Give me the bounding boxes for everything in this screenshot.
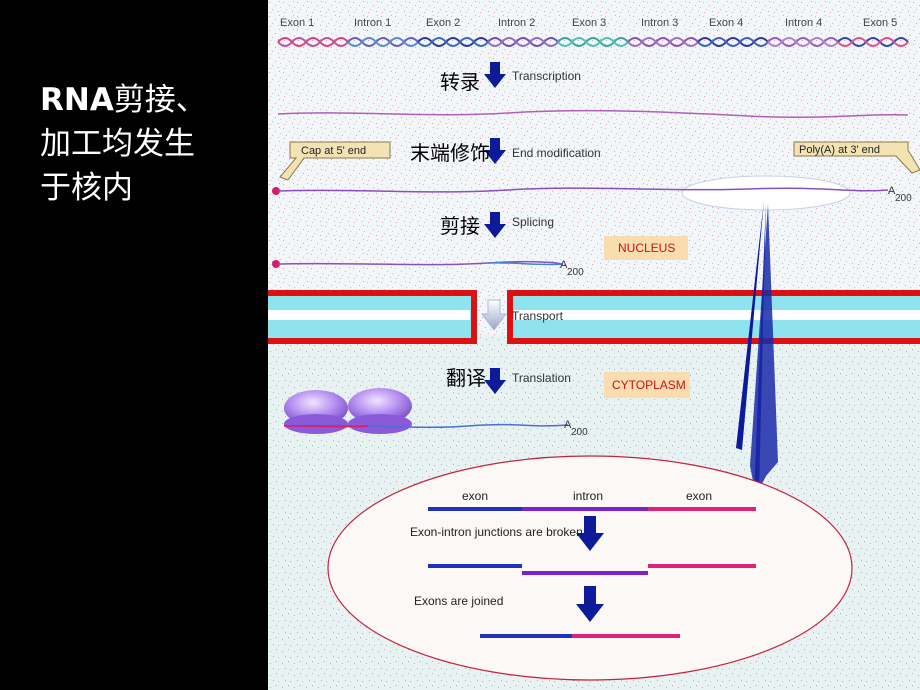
gene-label-exon2: Exon 2 xyxy=(426,17,460,29)
step-label-splicing-zh: 剪接 xyxy=(440,215,480,238)
zoom-source-ellipse xyxy=(681,175,851,211)
cytoplasm-label: CYTOPLASM xyxy=(612,378,686,392)
step-label-transcription-zh: 转录 xyxy=(440,71,480,94)
polya-tail-3-base: A xyxy=(564,419,572,431)
inset-joined-label: Exons are joined xyxy=(414,594,503,608)
left-title-panel: RNA剪接、 加工均发生 于核内 xyxy=(0,0,268,690)
step-label-translation-en: Translation xyxy=(512,371,571,385)
gene-label-exon1: Exon 1 xyxy=(280,17,314,29)
capped-mrna-strand xyxy=(277,187,889,193)
spliced-cap-icon xyxy=(272,260,280,268)
inset-intron-label: intron xyxy=(573,489,603,503)
inset-intron-bar xyxy=(522,507,648,511)
polya-tail-2-sub: 200 xyxy=(567,267,584,278)
polya-callout: Poly(A) at 3' end xyxy=(793,141,920,174)
cytoplasm-label-box xyxy=(604,372,690,398)
gene-label-intron3: Intron 3 xyxy=(641,17,678,29)
process-step-arrows xyxy=(484,62,506,394)
transport-arrow-icon xyxy=(481,299,507,331)
polya-tail-1-sub: 200 xyxy=(895,193,912,204)
splicing-arrow-icon xyxy=(484,212,506,238)
polya-label: Poly(A) at 3' end xyxy=(799,144,880,156)
ribosome-2-bottom-icon xyxy=(348,414,412,434)
end-modification-arrow-icon xyxy=(484,138,506,164)
inset-broken-rna xyxy=(428,564,756,575)
inset-joined-exon-2-bar xyxy=(572,634,680,638)
title-line2: 加工均发生 xyxy=(40,126,195,162)
inset-joined-rna xyxy=(480,634,680,638)
ribosome-1-bottom-icon xyxy=(284,414,348,434)
splicing-detail-inset xyxy=(327,455,853,681)
title-line1-rest: 剪接、 xyxy=(113,82,207,118)
step-label-transcription-en: Transcription xyxy=(512,69,581,83)
ribosome-2-top-icon xyxy=(348,388,412,424)
step-label-transport-en: Transport xyxy=(512,309,564,323)
polya-tail-3-sub: 200 xyxy=(571,427,588,438)
inset-broken-exon-2-bar xyxy=(648,564,756,568)
step-label-end-modification-en: End modification xyxy=(512,146,601,160)
rna-processing-diagram: Exon 1 Intron 1 Exon 2 Intron 2 Exon 3 I… xyxy=(268,0,920,690)
gene-label-intron4: Intron 4 xyxy=(785,17,822,29)
inset-broken-intron-bar xyxy=(522,571,648,575)
spliced-mrna-strand xyxy=(277,260,563,266)
dna-double-helix xyxy=(277,37,909,47)
inset-break-arrow-icon xyxy=(576,516,604,551)
title-rna: RNA xyxy=(40,82,114,118)
inset-broken-exon-1-bar xyxy=(428,564,522,568)
nucleus-label: NUCLEUS xyxy=(618,241,675,255)
polya-tail-2-base: A xyxy=(560,259,568,271)
nuclear-membrane xyxy=(268,290,920,344)
nucleus-label-box xyxy=(604,236,688,260)
polya-tail-1-base: A xyxy=(888,185,896,197)
inset-join-arrow-icon xyxy=(576,586,604,622)
5-prime-cap-icon xyxy=(272,187,280,195)
inset-exon-left-label: exon xyxy=(462,489,488,503)
gene-label-exon5: Exon 5 xyxy=(863,17,897,29)
gene-label-exon3: Exon 3 xyxy=(572,17,606,29)
title-line3: 于核内 xyxy=(40,170,133,206)
zoom-lines xyxy=(736,200,778,496)
transcription-arrow-icon xyxy=(484,62,506,88)
inset-broken-label: Exon-intron junctions are broken xyxy=(410,525,583,539)
inset-exon-2-bar xyxy=(648,507,756,511)
step-label-end-modification-zh: 末端修饰 xyxy=(410,142,490,165)
step-label-translation-zh: 翻译 xyxy=(446,367,486,390)
pre-mrna-strand xyxy=(277,109,909,119)
cap-label: Cap at 5' end xyxy=(301,145,366,157)
slide-title: RNA剪接、 加工均发生 于核内 xyxy=(40,78,250,210)
nucleus-background xyxy=(268,0,920,335)
gene-label-exon4: Exon 4 xyxy=(709,17,743,29)
inset-unspliced-rna xyxy=(428,507,756,511)
gene-label-intron2: Intron 2 xyxy=(498,17,535,29)
ribosomes xyxy=(284,388,412,434)
step-label-splicing-en: Splicing xyxy=(512,215,554,229)
cap-callout: Cap at 5' end xyxy=(279,141,391,181)
translation-arrow-icon xyxy=(484,368,506,394)
gene-label-intron1: Intron 1 xyxy=(354,17,391,29)
translated-mrna-strand xyxy=(283,423,569,429)
inset-exon-1-bar xyxy=(428,507,522,511)
gene-segment-labels: Exon 1 Intron 1 Exon 2 Intron 2 Exon 3 I… xyxy=(280,17,897,29)
inset-exon-right-label: exon xyxy=(686,489,712,503)
inset-joined-exon-1-bar xyxy=(480,634,572,638)
